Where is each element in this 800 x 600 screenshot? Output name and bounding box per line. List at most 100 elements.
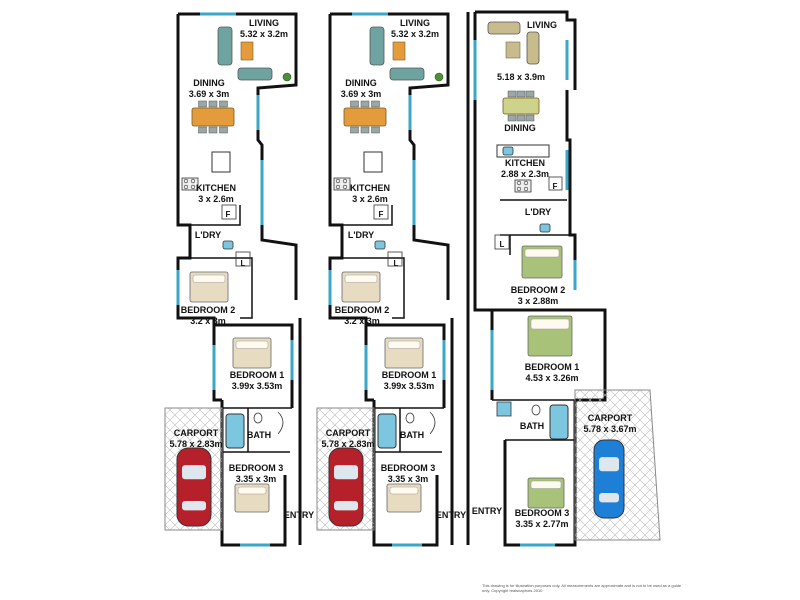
unit2-linen-text: L xyxy=(393,259,399,268)
interior-wall xyxy=(330,257,405,319)
pillow-icon xyxy=(387,340,421,349)
unit2-kitchen-dim: 3 x 2.6m xyxy=(352,194,388,204)
pillow-icon xyxy=(530,318,570,330)
unit3-fridge-text: F xyxy=(552,182,558,191)
unit1-carport-name: CARPORT xyxy=(173,428,219,438)
car-icon xyxy=(176,447,212,527)
chair-icon xyxy=(219,126,228,134)
unit2-fridge-label: F xyxy=(379,209,384,220)
pillow-icon xyxy=(344,274,378,283)
unit3-dining-name: DINING xyxy=(504,123,536,133)
coffee-table-icon xyxy=(505,41,521,59)
burner xyxy=(342,178,348,184)
kitchen-bench xyxy=(363,151,383,173)
sink-icon xyxy=(539,223,551,233)
burner xyxy=(516,186,522,192)
car-icon xyxy=(593,439,625,519)
wall xyxy=(328,14,374,402)
unit2-kitchen-name: KITCHEN xyxy=(350,183,390,193)
sofa-icon xyxy=(369,26,385,66)
sink-icon xyxy=(222,240,234,250)
unit2-dining-dim: 3.69 x 3m xyxy=(340,89,382,99)
bath-icon xyxy=(225,413,245,449)
unit3-fridge-label: F xyxy=(553,181,558,192)
unit1-carport-label: CARPORT 5.78 x 2.83m xyxy=(169,428,222,450)
interior-wall xyxy=(178,257,253,319)
unit3-linen-label: L xyxy=(500,239,505,250)
unit1-laundry-label: L'DRY xyxy=(195,230,221,241)
shower-icon xyxy=(277,411,284,435)
unit3-bath-label: BATH xyxy=(520,421,544,432)
unit1-bedroom2-label: BEDROOM 2 3.2 x 3m xyxy=(181,305,236,327)
unit2-dining-label: DINING 3.69 x 3m xyxy=(341,78,382,100)
unit3-carport-name: CARPORT xyxy=(587,413,633,423)
chair-icon xyxy=(198,100,207,108)
unit2-bedroom3-label: BEDROOM 3 3.35 x 3m xyxy=(381,463,436,485)
chair-icon xyxy=(360,126,370,134)
windshield xyxy=(599,457,619,472)
stove-icon xyxy=(181,177,199,191)
unit2-laundry-label: L'DRY xyxy=(348,230,374,241)
pillow-icon xyxy=(389,486,419,495)
burner xyxy=(183,184,189,190)
unit1-bedroom3-name: BEDROOM 3 xyxy=(228,463,284,473)
chair-icon xyxy=(360,100,370,108)
unit3-living-dim: 5.18 x 3.9m xyxy=(496,72,546,82)
pillow-icon xyxy=(530,480,562,489)
unit3-kitchen-name: KITCHEN xyxy=(504,158,545,168)
unit3-carport-label: CARPORT 5.78 x 3.67m xyxy=(583,413,636,435)
unit1-dining-name: DINING xyxy=(193,78,225,88)
unit2-bedroom2-name: BEDROOM 2 xyxy=(334,305,390,315)
unit3-bedroom2-dim: 3 x 2.88m xyxy=(517,296,559,306)
unit3-bedroom1-label: BEDROOM 1 4.53 x 3.26m xyxy=(525,362,580,384)
chair-icon xyxy=(371,100,380,108)
toilet-icon xyxy=(531,404,541,416)
burner xyxy=(335,178,341,184)
chair-icon xyxy=(350,126,359,134)
car-icon xyxy=(328,447,364,527)
chair-icon xyxy=(516,114,526,122)
unit1-bedroom1-name: BEDROOM 1 xyxy=(229,370,285,380)
unit1-fridge-text: F xyxy=(225,210,231,219)
unit3-bedroom3-dim: 3.35 x 2.77m xyxy=(515,519,569,529)
rear-window xyxy=(334,501,358,511)
sofa-icon xyxy=(487,21,521,35)
burner xyxy=(190,184,196,190)
dining-table-icon xyxy=(502,97,540,115)
fridge-icon xyxy=(373,204,389,220)
unit3-kitchen-label: KITCHEN 2.88 x 2.3m xyxy=(501,158,549,180)
unit3-dining-label: DINING xyxy=(504,123,536,134)
unit3-laundry-name: L'DRY xyxy=(524,207,552,217)
chair-icon xyxy=(208,100,218,108)
fridge-icon xyxy=(221,204,237,220)
unit1-dining-label: DINING 3.69 x 3m xyxy=(189,78,230,100)
chair-icon xyxy=(507,114,517,122)
unit1-dining-dim: 3.69 x 3m xyxy=(188,89,230,99)
chair-icon xyxy=(350,100,359,108)
chair-icon xyxy=(525,114,535,122)
coffee-table-icon xyxy=(392,41,406,61)
unit3-laundry-label: L'DRY xyxy=(525,207,551,218)
bath-icon xyxy=(549,404,569,440)
pillow-icon xyxy=(192,274,226,283)
kitchen-bench xyxy=(211,151,231,173)
wall xyxy=(176,14,222,402)
unit3-kitchen-dim: 2.88 x 2.3m xyxy=(500,169,550,179)
unit1-linen-text: L xyxy=(240,259,246,268)
dining-table-icon xyxy=(343,107,387,127)
interior-wall xyxy=(178,205,241,226)
unit3-living-dim-label: 5.18 x 3.9m xyxy=(497,72,545,83)
plant-icon xyxy=(282,72,292,82)
chair-icon xyxy=(198,126,207,134)
unit1-bedroom2-dim: 3.2 x 3m xyxy=(190,316,226,326)
wall xyxy=(178,12,298,300)
unit1-bedroom3-dim: 3.35 x 3m xyxy=(235,474,277,484)
disclaimer-note: This drawing is for illustration purpose… xyxy=(482,583,682,593)
unit3-bedroom3-name: BEDROOM 3 xyxy=(514,508,570,518)
unit2-bedroom2-dim: 3.2 x 3m xyxy=(344,316,380,326)
fridge-icon xyxy=(548,176,563,191)
burner xyxy=(342,184,348,190)
chair-icon xyxy=(507,90,517,98)
unit1-bedroom2-name: BEDROOM 2 xyxy=(180,305,236,315)
